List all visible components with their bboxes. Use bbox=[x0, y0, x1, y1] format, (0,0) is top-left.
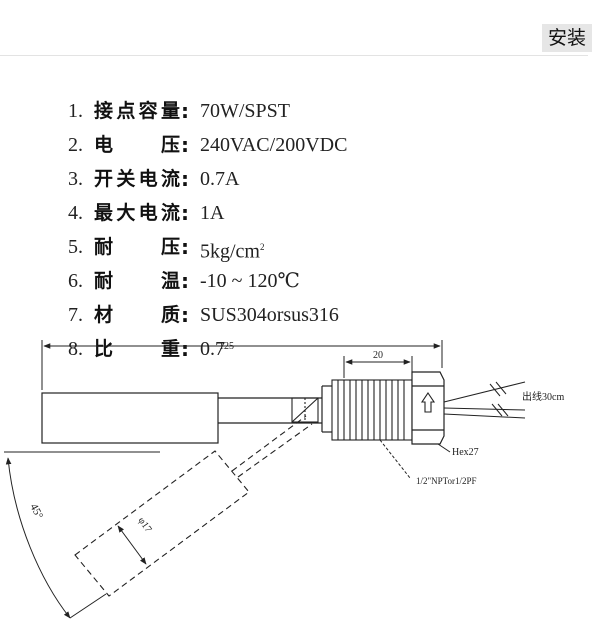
spec-value: 240VAC/200VDC bbox=[200, 134, 348, 156]
thread-dimension-label: 20 bbox=[373, 350, 383, 361]
hinge-pivot bbox=[291, 397, 319, 423]
tilted-float-outline bbox=[74, 415, 313, 597]
spec-number: 1. bbox=[68, 100, 83, 122]
spec-label: 接点容量 bbox=[94, 100, 180, 122]
section-tag: 安装 bbox=[541, 24, 592, 52]
hex-leader bbox=[437, 443, 451, 453]
spec-colon: : bbox=[181, 269, 189, 293]
up-arrow-icon bbox=[420, 392, 436, 413]
spec-value: 70W/SPST bbox=[200, 100, 291, 122]
spec-colon: : bbox=[181, 167, 189, 191]
thread-body bbox=[331, 379, 413, 441]
spec-value: 1A bbox=[200, 202, 225, 224]
spec-colon: : bbox=[181, 303, 189, 327]
spec-colon: : bbox=[181, 133, 189, 157]
angle-dimension bbox=[4, 451, 160, 619]
spec-label: 电压 bbox=[94, 134, 180, 156]
hex-size-label: Hex27 bbox=[452, 447, 479, 458]
thread-spec-leader bbox=[379, 439, 411, 479]
float-body bbox=[41, 392, 219, 444]
spec-value-superscript: 2 bbox=[260, 242, 265, 252]
spec-number: 5. bbox=[68, 236, 83, 258]
overall-dimension bbox=[41, 340, 443, 390]
spec-number: 2. bbox=[68, 134, 83, 156]
spec-number: 7. bbox=[68, 304, 83, 326]
spec-number: 3. bbox=[68, 168, 83, 190]
spec-label: 耐压 bbox=[94, 236, 180, 258]
spec-label: 开关电流 bbox=[94, 168, 180, 190]
angle-label: 45° bbox=[27, 502, 45, 521]
spec-value: SUS304orsus316 bbox=[200, 304, 339, 326]
spec-number: 6. bbox=[68, 270, 83, 292]
spec-label: 耐温 bbox=[94, 270, 180, 292]
spec-colon: : bbox=[181, 201, 189, 225]
spec-colon: : bbox=[181, 99, 189, 123]
spec-value: -10 ~ 120℃ bbox=[200, 270, 300, 292]
diameter-dimension bbox=[117, 525, 147, 565]
spec-colon: : bbox=[181, 337, 189, 361]
overall-dimension-label: 125 bbox=[219, 341, 234, 352]
switch-stem bbox=[218, 385, 332, 433]
diameter-label: φ17 bbox=[136, 515, 154, 534]
spec-value: 0.7A bbox=[200, 168, 240, 190]
spec-label: 最大电流 bbox=[94, 202, 180, 224]
spec-number: 4. bbox=[68, 202, 83, 224]
spec-label: 材质 bbox=[94, 304, 180, 326]
thread-spec-label: 1/2"NPTor1/2PF bbox=[416, 476, 477, 486]
spec-value-text: 5kg/cm bbox=[200, 240, 260, 263]
wire-length-label: 出线30cm bbox=[522, 390, 564, 403]
spec-colon: : bbox=[181, 235, 189, 259]
lead-wires bbox=[443, 381, 526, 419]
spec-value: 5kg/cm2 bbox=[200, 230, 265, 269]
header-divider bbox=[0, 55, 588, 56]
